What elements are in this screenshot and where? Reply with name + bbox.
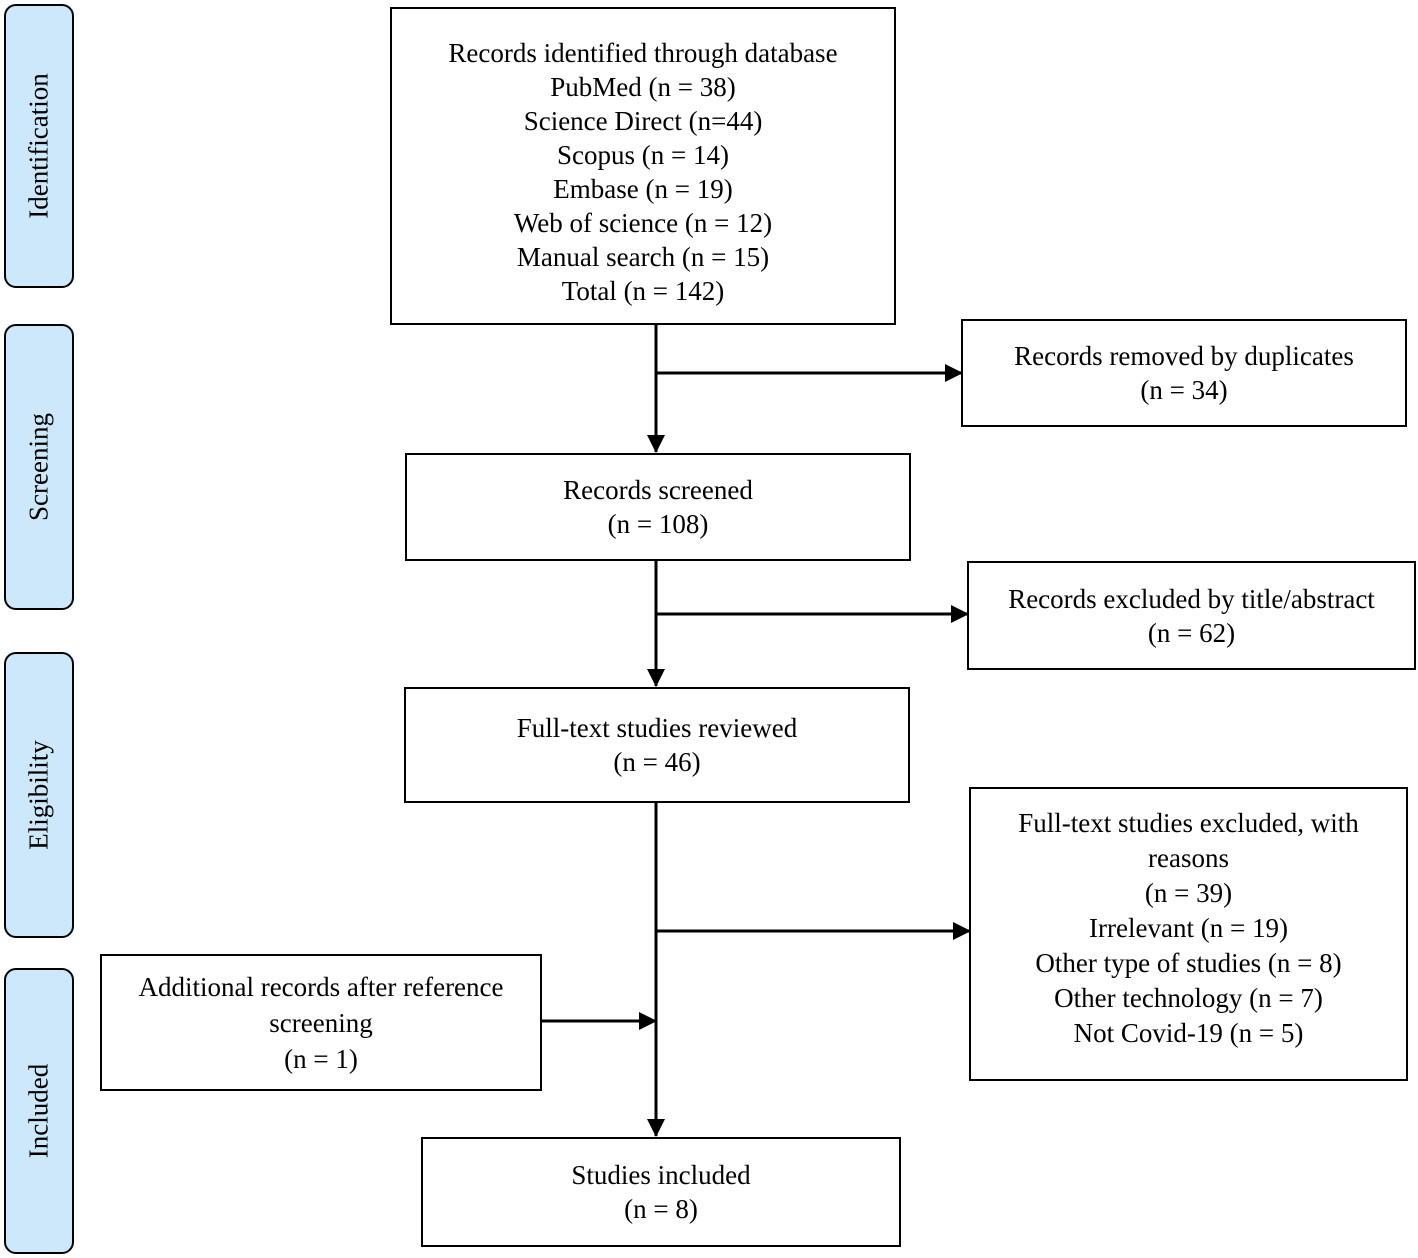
identified-line-7: Manual search (n = 15) [516,242,770,272]
included-line-1: Studies included [571,1160,751,1190]
fulltext-reviewed-line-1: Full-text studies reviewed [516,713,798,743]
screened-line-1: Records screened [563,475,753,505]
box-records-removed-duplicates: Records removed by duplicates (n = 34) [961,319,1407,427]
excluded-title-line-2: (n = 62) [1147,617,1236,648]
phase-identification: Identification [4,4,74,288]
excluded-title-line-1: Records excluded by title/abstract [1008,583,1375,614]
fulltext-excluded-line-6: Other technology (n = 7) [1054,983,1323,1013]
fulltext-excluded-line-1: Full-text studies excluded, with [1018,808,1359,838]
identified-line-8: Total (n = 142) [561,276,725,306]
identified-line-1: Records identified through database [448,38,838,68]
box-studies-included: Studies included (n = 8) [421,1137,901,1247]
duplicates-line-1: Records removed by duplicates [1014,341,1354,371]
box-additional-records: Additional records after reference scree… [100,954,542,1091]
phase-included: Included [4,968,74,1254]
box-records-excluded-title: Records excluded by title/abstract (n = … [967,561,1416,670]
fulltext-excluded-line-2: reasons [1148,843,1229,873]
box-records-identified: Records identified through database PubM… [390,7,896,325]
additional-line-2: screening [269,1007,373,1038]
identified-line-6: Web of science (n = 12) [513,208,773,238]
fulltext-excluded-line-3: (n = 39) [1144,878,1233,908]
phase-eligibility: Eligibility [4,652,74,938]
fulltext-excluded-line-7: Not Covid-19 (n = 5) [1073,1018,1304,1048]
box-fulltext-reviewed: Full-text studies reviewed (n = 46) [404,687,910,803]
fulltext-excluded-line-4: Irrelevant (n = 19) [1089,913,1288,943]
box-fulltext-excluded: Full-text studies excluded, with reasons… [969,787,1408,1081]
identified-line-3: Science Direct (n=44) [523,106,763,136]
identified-line-2: PubMed (n = 38) [550,72,736,102]
screened-line-2: (n = 108) [607,509,709,539]
additional-line-1: Additional records after reference [138,971,504,1002]
included-line-2: (n = 8) [624,1194,698,1224]
additional-line-3: (n = 1) [284,1043,358,1074]
phase-screening: Screening [4,324,74,610]
box-records-screened: Records screened (n = 108) [405,453,911,561]
duplicates-line-2: (n = 34) [1140,375,1228,405]
identified-line-5: Embase (n = 19) [553,174,733,204]
fulltext-excluded-line-5: Other type of studies (n = 8) [1035,948,1342,978]
fulltext-reviewed-line-2: (n = 46) [613,747,701,777]
identified-line-4: Scopus (n = 14) [557,140,729,170]
